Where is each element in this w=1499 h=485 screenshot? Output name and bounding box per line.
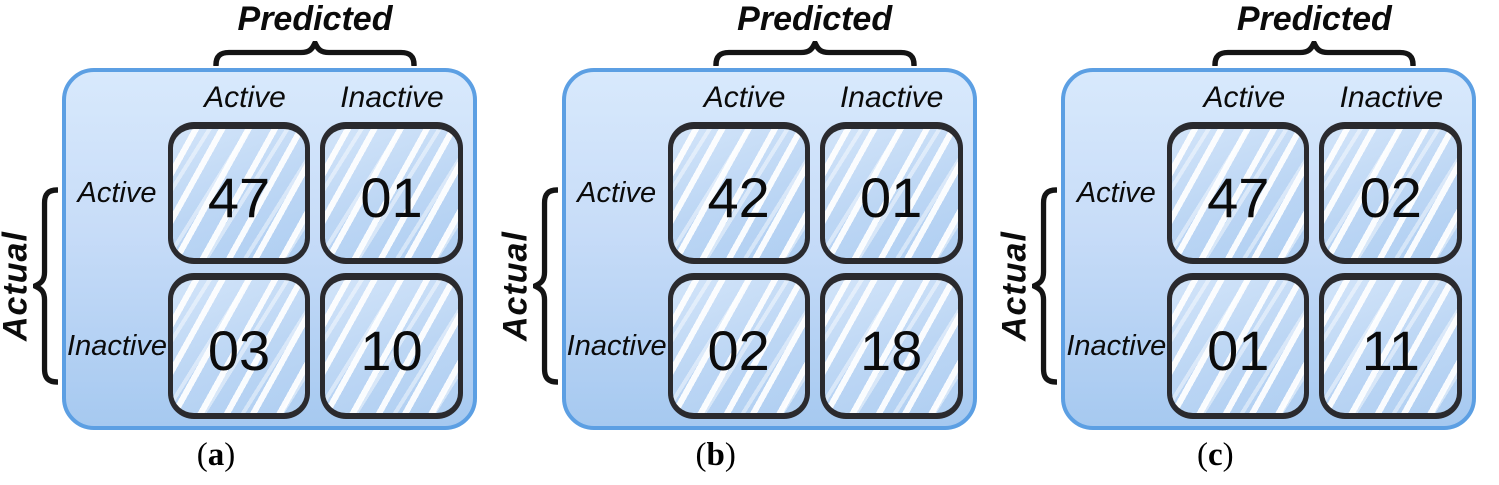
predicted-axis-title: Predicted [737,0,893,38]
row-header-inactive: Inactive [1066,329,1167,362]
actual-brace [532,187,558,385]
row-header-active: Active [577,176,657,209]
caption-paren-close: ) [1222,437,1234,473]
panel-caption: (b) [500,437,932,474]
caption-paren-open: ( [1196,437,1208,473]
row-header-inactive: Inactive [67,329,167,362]
caption-paren-open: ( [196,437,208,473]
column-header-active: Active [204,81,286,114]
cell-true-negative: 11 [1319,273,1463,419]
confusion-matrix-figure-a: Predicted Actual Active Inactive Active … [0,0,500,485]
column-header-inactive: Inactive [839,81,944,114]
actual-brace [33,187,58,385]
panel-caption: (c) [999,437,1431,474]
actual-axis-title: Actual [496,231,535,341]
cell-false-positive: 03 [168,273,310,419]
actual-axis-title: Actual [995,231,1034,341]
cell-true-positive: 42 [667,122,810,264]
predicted-brace [213,41,417,66]
actual-brace [1032,187,1058,385]
row-header-inactive: Inactive [566,329,667,362]
confusion-matrix-figure-b: Predicted Actual Active Inactive Active … [496,0,1000,485]
cell-false-negative: 02 [1319,122,1463,264]
matrix-card: Active Inactive Active Inactive 47 02 01… [1061,68,1477,430]
panel-caption: (a) [0,437,432,474]
cell-false-negative: 01 [320,122,463,264]
cell-true-positive: 47 [1167,122,1310,264]
caption-paren-close: ) [224,437,236,473]
caption-letter: c [1207,437,1223,473]
cell-false-positive: 02 [667,273,810,419]
column-header-inactive: Inactive [1339,81,1443,114]
matrix-card: Active Inactive Active Inactive 42 01 02… [561,68,977,430]
cell-true-negative: 18 [819,273,963,419]
column-header-active: Active [1203,81,1286,114]
predicted-axis-title: Predicted [237,0,393,38]
cell-true-positive: 47 [168,122,310,264]
predicted-brace [712,41,917,66]
caption-letter: a [207,437,225,473]
caption-letter: b [706,437,725,473]
row-header-active: Active [1076,176,1156,209]
column-header-active: Active [703,81,786,114]
caption-paren-open: ( [695,437,707,473]
matrix-card: Active Inactive Active Inactive 47 01 03… [62,68,477,430]
predicted-brace [1212,41,1417,66]
cell-true-negative: 10 [320,273,463,419]
confusion-matrix-figure-c: Predicted Actual Active Inactive Active … [995,0,1499,485]
column-header-inactive: Inactive [340,81,444,114]
actual-axis-title: Actual [0,231,35,341]
row-header-active: Active [77,176,157,209]
cell-false-negative: 01 [819,122,963,264]
caption-paren-close: ) [724,437,736,473]
cell-false-positive: 01 [1167,273,1310,419]
predicted-axis-title: Predicted [1236,0,1392,38]
